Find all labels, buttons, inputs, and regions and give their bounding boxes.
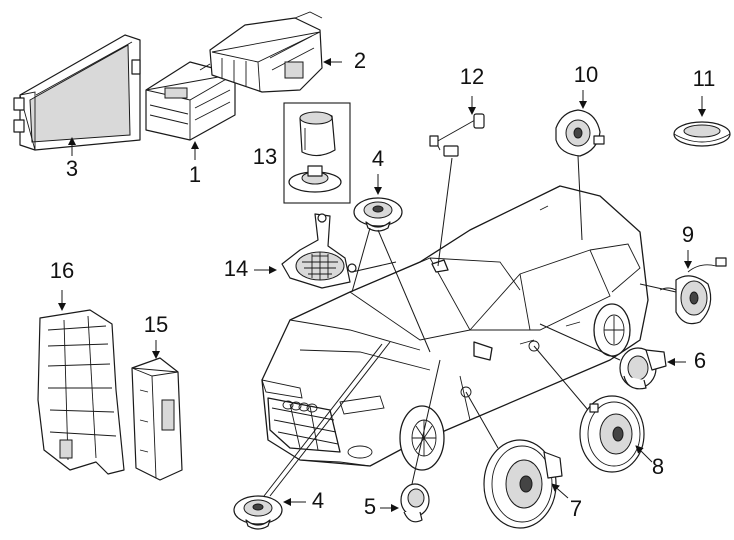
callout-6: 6 xyxy=(694,348,706,373)
callout-16: 16 xyxy=(50,258,74,283)
callout-11: 11 xyxy=(693,66,716,91)
radio-unit-part xyxy=(145,61,236,141)
center-speaker-bracket-part xyxy=(281,213,357,289)
front-door-speaker-part xyxy=(579,395,645,473)
amplifier-unit-part xyxy=(209,11,323,93)
callout-8: 8 xyxy=(652,454,664,479)
callout-13: 13 xyxy=(253,144,277,169)
callout-4-lower: 4 xyxy=(312,488,324,513)
display-screen-part xyxy=(13,34,141,151)
mid-speaker-part xyxy=(619,347,667,390)
trim-ring-part xyxy=(673,121,731,147)
callout-2: 2 xyxy=(354,48,366,73)
callout-10: 10 xyxy=(574,62,598,87)
callout-12: 12 xyxy=(460,64,484,89)
callout-9: 9 xyxy=(682,222,694,247)
small-tweeter-part xyxy=(400,483,430,523)
location-leaders xyxy=(263,155,677,497)
control-module-part xyxy=(131,357,183,481)
callout-15: 15 xyxy=(144,312,168,337)
door-speaker-harness-part xyxy=(659,257,727,325)
callout-1: 1 xyxy=(189,162,201,187)
callout-14: 14 xyxy=(224,256,248,281)
callout-5: 5 xyxy=(364,494,376,519)
callout-4-upper: 4 xyxy=(372,146,384,171)
rear-speaker-part xyxy=(555,109,605,157)
callout-3: 3 xyxy=(66,156,78,181)
dash-tweeter-part xyxy=(353,197,403,232)
control-module-bracket-part xyxy=(37,309,125,475)
lower-tweeter-part xyxy=(233,495,283,530)
woofer-speaker-part xyxy=(483,439,563,529)
callout-7: 7 xyxy=(570,496,582,521)
antenna-cable-part xyxy=(429,113,485,157)
subwoofer-assembly-part xyxy=(283,102,351,204)
